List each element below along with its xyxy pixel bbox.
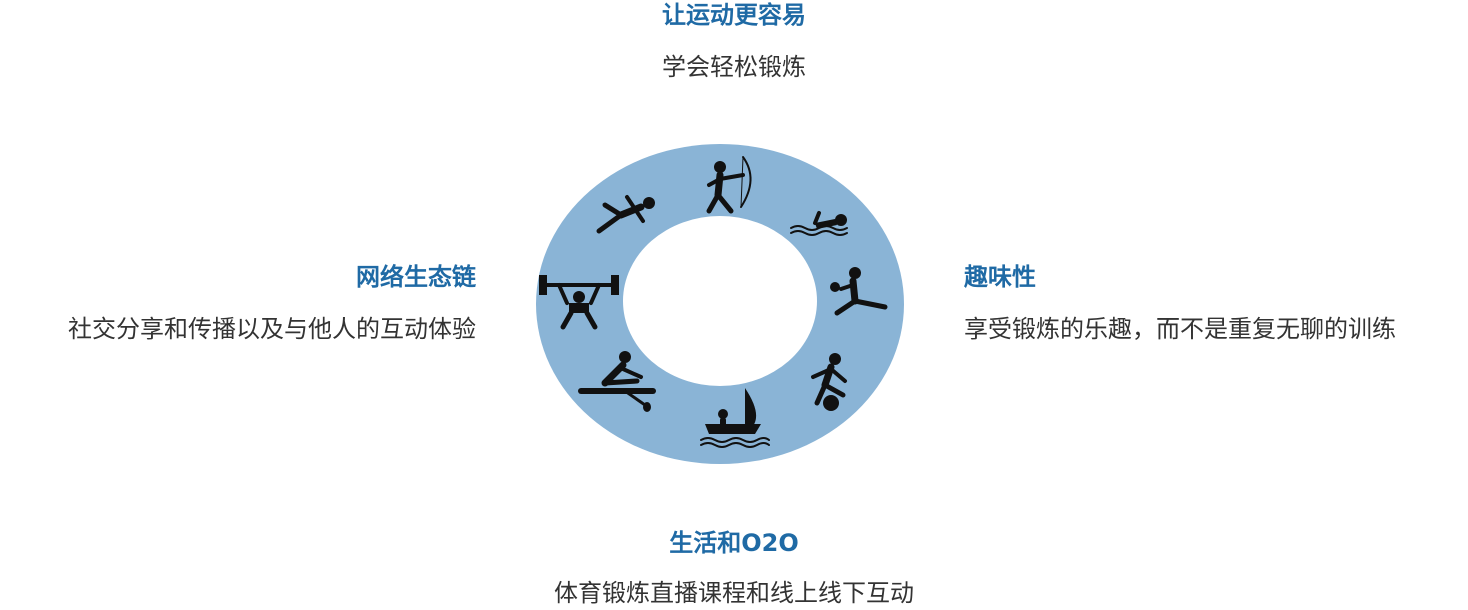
- bottom-feature-desc: 体育锻炼直播课程和线上线下互动: [554, 579, 914, 607]
- swimming-icon: [790, 211, 848, 236]
- rowing-icon: [578, 351, 656, 412]
- sports-ring-graphic: [536, 144, 904, 464]
- archery-icon: [706, 156, 752, 214]
- left-feature: 网络生态链 社交分享和传播以及与他人的互动体验: [68, 262, 476, 344]
- running-ball-icon: [811, 353, 847, 411]
- bottom-feature-title: 生活和O2O: [669, 529, 799, 557]
- left-feature-desc: 社交分享和传播以及与他人的互动体验: [68, 315, 476, 343]
- right-feature-desc: 享受锻炼的乐趣，而不是重复无聊的训练: [964, 315, 1396, 343]
- top-feature-title: 让运动更容易: [662, 1, 806, 29]
- left-feature-title: 网络生态链: [356, 263, 476, 291]
- top-feature: 让运动更容易 学会轻松锻炼: [434, 0, 1034, 82]
- sprinting-icon: [596, 195, 655, 234]
- bottom-feature: 生活和O2O 体育锻炼直播课程和线上线下互动: [434, 528, 1034, 608]
- right-feature-title: 趣味性: [964, 263, 1036, 291]
- sailing-icon: [700, 388, 770, 448]
- right-feature: 趣味性 享受锻炼的乐趣，而不是重复无聊的训练: [964, 262, 1396, 344]
- top-feature-desc: 学会轻松锻炼: [662, 53, 806, 81]
- ring-hole: [623, 216, 817, 386]
- sports-ring: [535, 143, 905, 465]
- weightlifting-icon: [539, 275, 619, 330]
- volleyball-icon: [830, 267, 888, 316]
